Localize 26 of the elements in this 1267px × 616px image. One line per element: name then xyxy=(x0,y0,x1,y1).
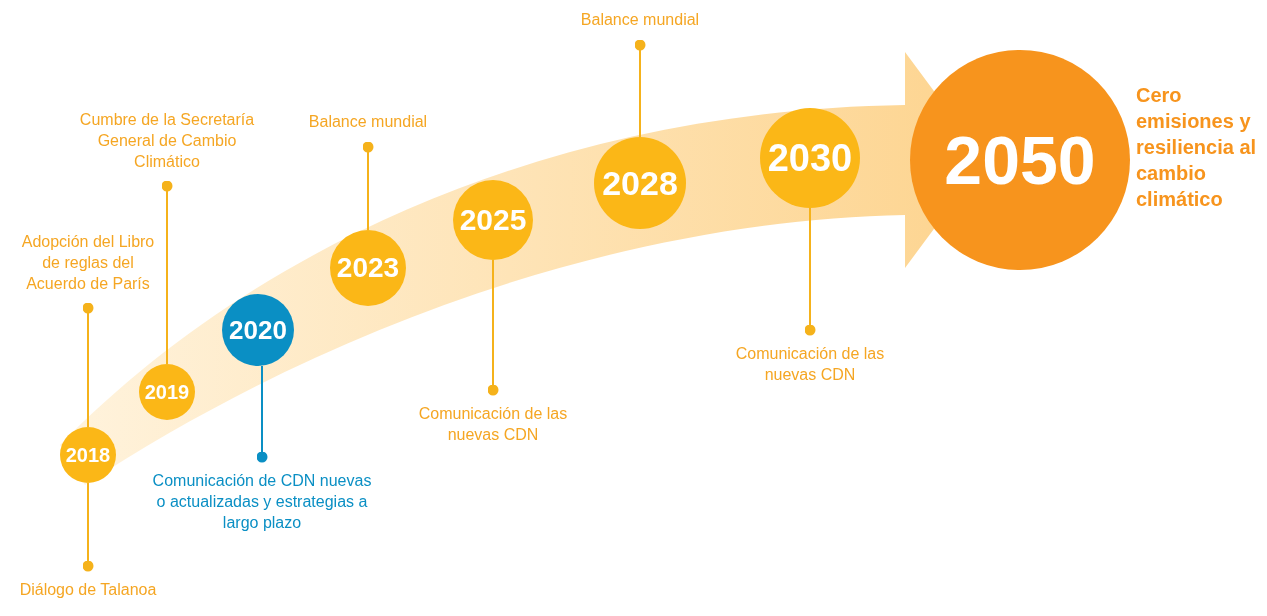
leader-line xyxy=(804,207,816,336)
year-label: 2028 xyxy=(602,166,678,200)
leader-line xyxy=(487,259,499,396)
milestone-label: Cumbre de la Secretaría General de Cambio Climático xyxy=(72,110,262,187)
year-label: 2019 xyxy=(144,382,190,402)
milestone-label: Comunicación de las nuevas CDN xyxy=(413,390,573,446)
leader-line xyxy=(82,302,94,428)
year-label: 2020 xyxy=(229,317,287,343)
milestone-label: Diálogo de Talanoa xyxy=(0,566,178,601)
milestone-label: Comunicación de CDN nuevas o actualizadas y estrategias a largo plazo xyxy=(147,457,377,534)
milestone-label: Adopción del Libro de reglas del Acuerdo de París xyxy=(18,232,158,309)
leader-line xyxy=(161,180,173,365)
leader-line xyxy=(256,365,268,463)
leader-line xyxy=(634,39,646,138)
milestone-label: Comunicación de las nuevas CDN xyxy=(730,330,890,386)
year-label: 2018 xyxy=(65,445,111,465)
leader-line xyxy=(362,141,374,231)
milestone-label: Balance mundial xyxy=(283,112,453,147)
milestone-label: Balance mundial xyxy=(555,10,725,45)
goal-text: Cero emisiones y resiliencia al cambio climático xyxy=(1136,83,1258,212)
year-label: 2030 xyxy=(767,139,853,177)
year-label: 2025 xyxy=(459,205,527,235)
year-label: 2050 xyxy=(944,126,1096,194)
year-circle xyxy=(60,427,116,483)
leader-line xyxy=(82,482,94,572)
year-label: 2023 xyxy=(336,254,400,282)
